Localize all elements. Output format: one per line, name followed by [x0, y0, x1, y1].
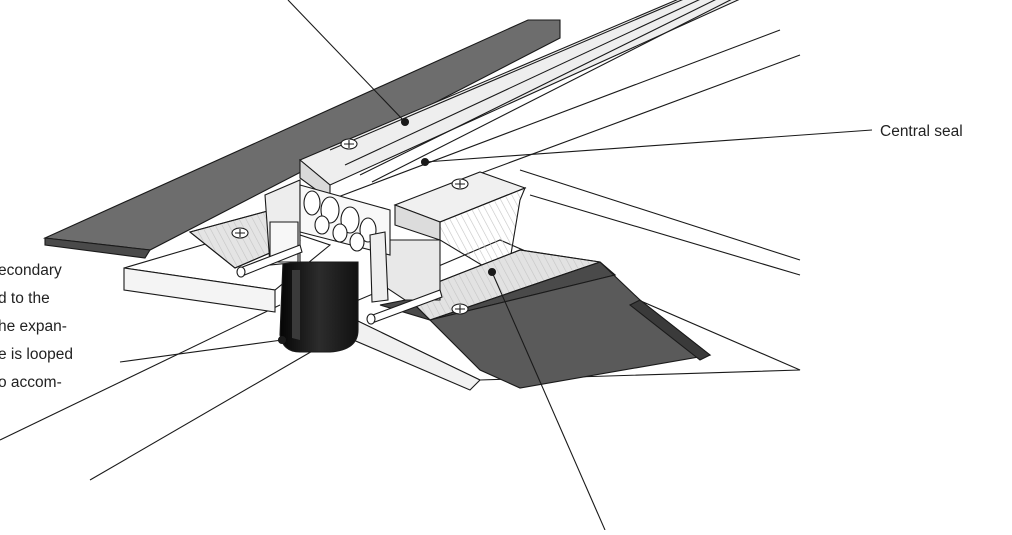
rail-strip-3 [359, 0, 716, 176]
leader-top-rail [287, 0, 410, 127]
seal-cell-5 [314, 215, 330, 235]
substrate-edge-far-left [89, 334, 341, 481]
screws [231, 138, 469, 315]
secondary-membrane-label-line-2: d to the [0, 290, 50, 307]
seal-cell-1 [303, 190, 321, 216]
right-rod-end [366, 313, 376, 325]
screw-left-flange [231, 227, 249, 239]
leader-flange [487, 267, 606, 531]
looped-secondary-membrane [279, 261, 359, 353]
substrate-edge-right-mid [529, 194, 801, 276]
seal-cell-6 [332, 223, 348, 243]
seal-cell-7 [349, 232, 365, 252]
screw-right-flange [451, 303, 469, 315]
left-rod-end [236, 266, 246, 278]
clamp-flange-ribs [404, 249, 601, 321]
substrate-edge-right-upper [519, 169, 801, 261]
membrane-loop [279, 261, 359, 353]
secondary-membrane-label-line-3: he expan- [0, 318, 67, 335]
right-membrane-ramp [628, 299, 712, 361]
screw-right-clamp [451, 178, 469, 190]
substrate-edge-lower-left [0, 304, 281, 441]
right-seal-profile [369, 231, 389, 303]
left-membrane-band [42, 19, 561, 259]
rail-lower-edge [329, 29, 781, 201]
rail-strip-1 [329, 0, 683, 151]
central-seal-label: Central seal [880, 123, 963, 140]
rail-strip-4 [371, 0, 732, 183]
secondary-membrane-label-line-4: e is looped [0, 346, 73, 363]
secondary-membrane-label-line-5: o accom- [0, 374, 62, 391]
right-clamp-profile [374, 171, 601, 321]
membrane-loop-highlight [292, 270, 300, 340]
leader-secondary-membrane [119, 335, 287, 363]
leader-central-seal [420, 129, 873, 167]
anchor-rods [236, 244, 443, 325]
rail-strip-2 [344, 0, 700, 166]
leader-lines [119, 0, 873, 531]
left-slab-face [123, 267, 276, 313]
seal-cell-2 [320, 196, 340, 224]
callout-labels: Central seal econdary d to the he expan-… [0, 123, 963, 391]
central-seal [299, 184, 391, 303]
secondary-membrane-label-line-1: econdary [0, 262, 62, 279]
left-membrane-edge [44, 237, 151, 259]
screw-top-rail [340, 138, 358, 150]
